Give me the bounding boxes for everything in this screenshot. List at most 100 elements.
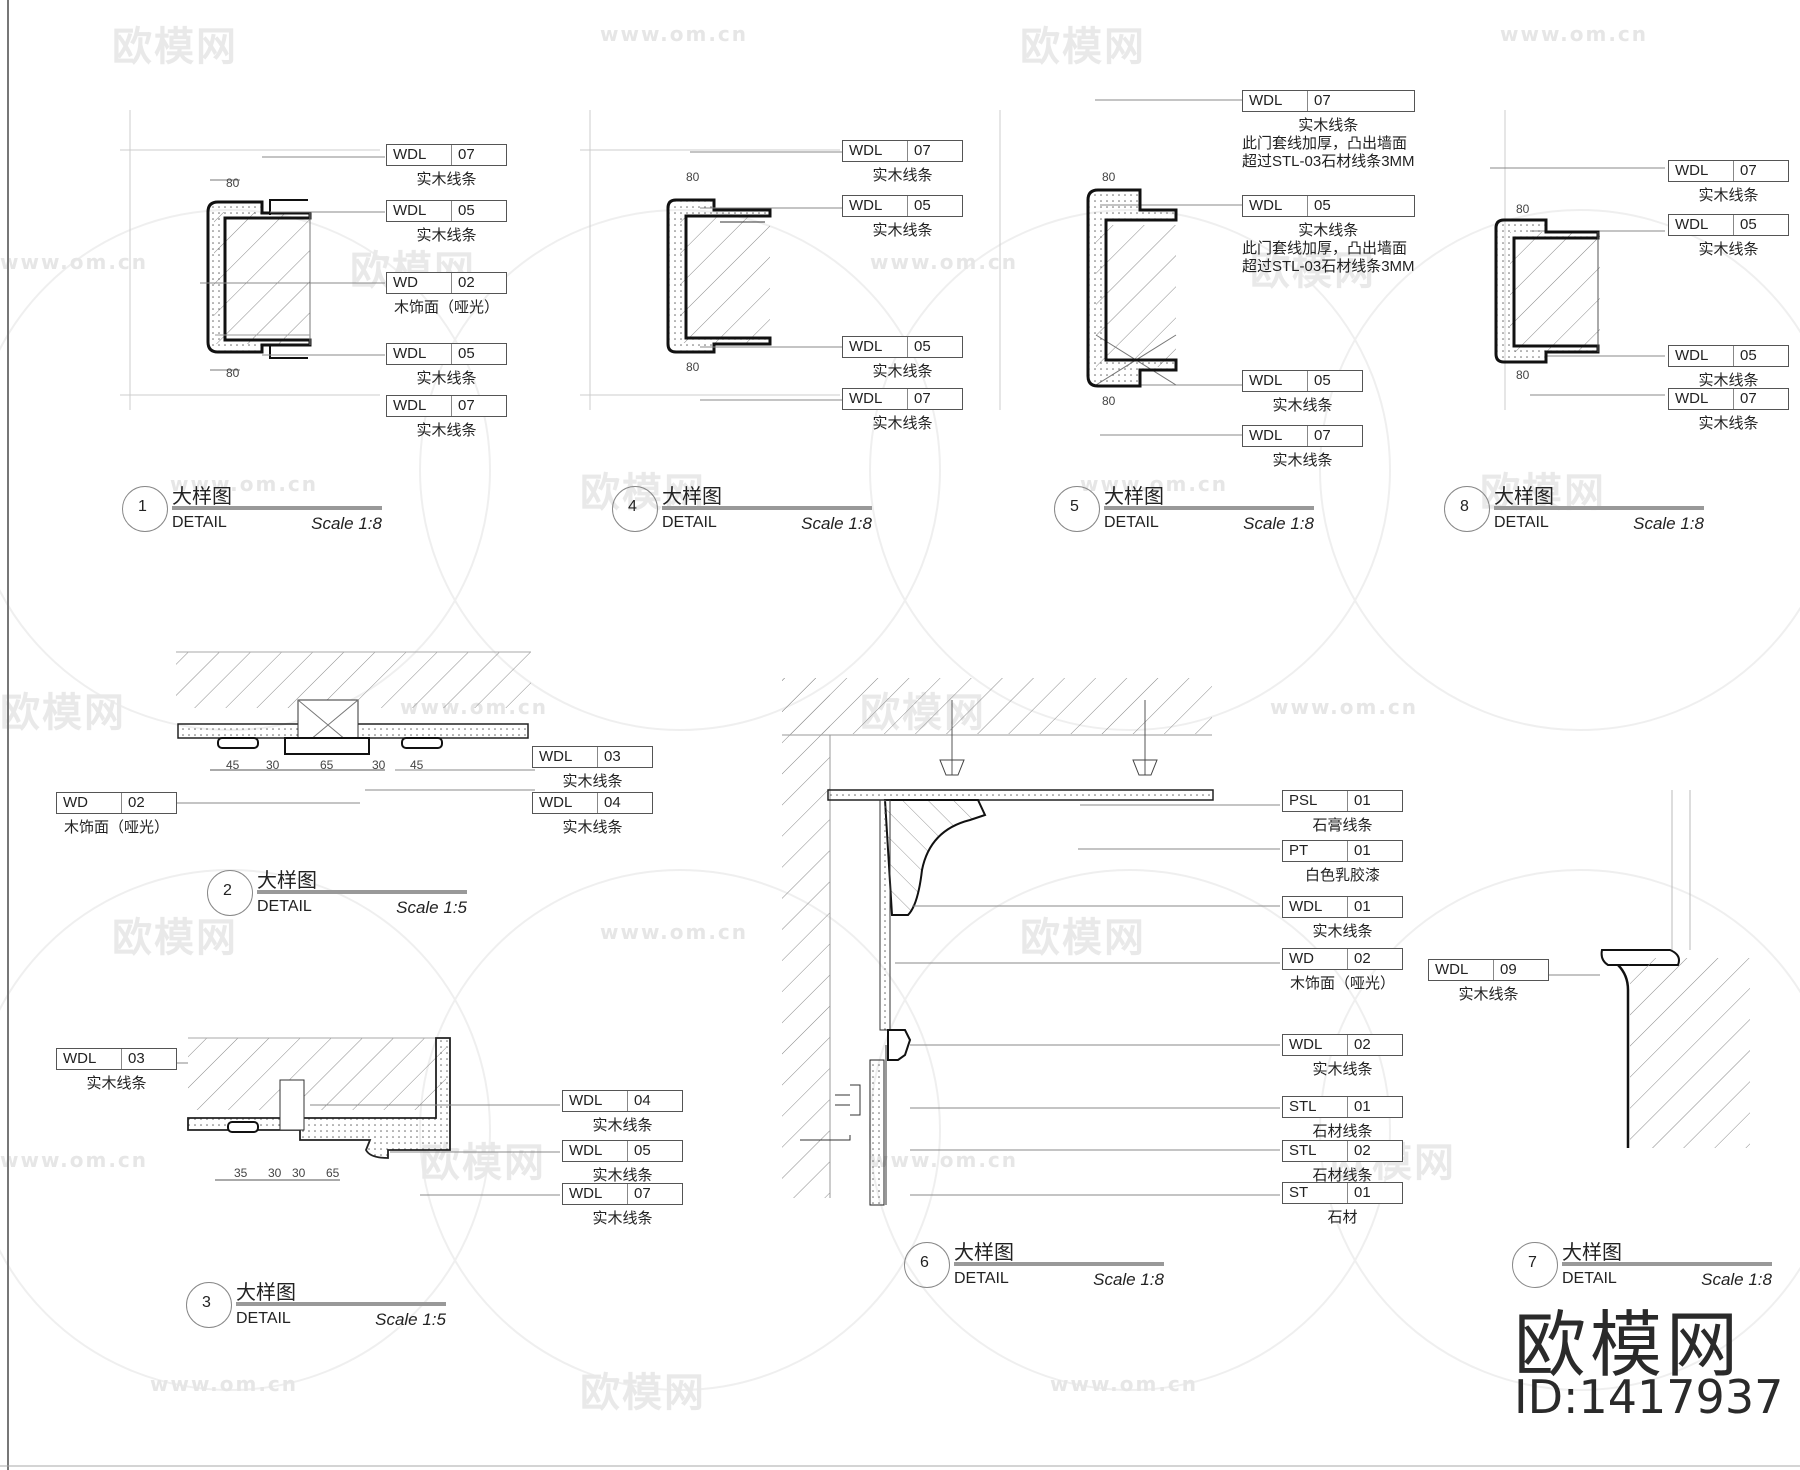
detail-title-en: DETAIL <box>236 1310 291 1327</box>
watermark-url: www.om.cn <box>600 920 749 944</box>
detail-title-cn: 大样图 <box>257 870 317 892</box>
tag-description: 实木线条 <box>416 227 477 244</box>
detail-scale: Scale 1:5 <box>396 898 467 917</box>
detail-title-en: DETAIL <box>1562 1270 1617 1287</box>
detail-4-section <box>580 110 845 410</box>
dimension-label: 80 <box>1516 202 1530 216</box>
tag-description: 实木线条 <box>872 415 933 432</box>
dimension-label: 80 <box>1516 368 1530 382</box>
tag-number: 01 <box>1347 1097 1402 1117</box>
tag-description: 木饰面（哑光） <box>63 819 169 836</box>
tag-description: 实木线条 <box>416 171 477 188</box>
detail-1-section <box>120 110 385 410</box>
dimension-label: 80 <box>1102 394 1116 408</box>
watermark-url: www.om.cn <box>1080 472 1229 496</box>
tag-number: 02 <box>451 273 506 293</box>
tag-note: 此门套线加厚，凸出墙面 <box>1242 135 1408 152</box>
dimension-label: 30 <box>268 1166 282 1180</box>
tag-description: 实木线条 <box>562 819 623 836</box>
tag-description: 实木线条 <box>1272 397 1333 414</box>
detail-number-circle <box>1444 486 1490 532</box>
tag-code: WDL <box>1435 961 1469 978</box>
tag-number: 07 <box>1307 91 1362 111</box>
detail-2-section <box>160 651 535 804</box>
tag-code: PSL <box>1289 792 1318 809</box>
detail-title-en: DETAIL <box>1104 514 1159 531</box>
watermark-url: www.om.cn <box>870 1148 1019 1172</box>
detail-number: 8 <box>1460 498 1469 515</box>
watermark-url: www.om.cn <box>1050 1372 1199 1396</box>
detail-title-en: DETAIL <box>257 898 312 915</box>
tag-number: 05 <box>627 1141 682 1161</box>
tag-code: WDL <box>1249 197 1283 214</box>
detail-6-section <box>782 678 1280 1206</box>
detail-title-en: DETAIL <box>1494 514 1549 531</box>
detail-number: 5 <box>1070 498 1079 515</box>
tag-description: 实木线条 <box>592 1210 653 1227</box>
watermark-logo: 欧模网 <box>1020 915 1146 961</box>
tag-description: 实木线条 <box>86 1075 147 1092</box>
watermark-logo: 欧模网 <box>0 690 126 736</box>
dimension-label: 80 <box>226 366 240 380</box>
tag-description: 实木线条 <box>416 422 477 439</box>
tag-description: 实木线条 <box>1272 452 1333 469</box>
watermark-url: www.om.cn <box>1270 695 1419 719</box>
detail-title: 6 大样图 DETAIL Scale 1:8 <box>904 1240 1164 1296</box>
tag-description: 石膏线条 <box>1312 817 1373 834</box>
detail-title: 3 大样图 DETAIL Scale 1:5 <box>186 1280 446 1336</box>
tag-code: WDL <box>1675 216 1709 233</box>
tag-description: 白色乳胶漆 <box>1304 867 1380 884</box>
tag-number: 03 <box>121 1049 176 1069</box>
tag-number: 01 <box>1347 791 1402 811</box>
tag-note: 此门套线加厚，凸出墙面 <box>1242 240 1408 257</box>
title-underline <box>1494 506 1704 510</box>
detail-title-cn: 大样图 <box>1104 486 1164 508</box>
watermark-logo: 欧模网 <box>112 915 238 961</box>
tag-number: 05 <box>1733 215 1788 235</box>
dimension-label: 80 <box>686 360 700 374</box>
tag-code: WDL <box>1675 162 1709 179</box>
tag-code: WDL <box>1289 898 1323 915</box>
detail-scale: Scale 1:5 <box>375 1310 446 1329</box>
detail-number-circle <box>122 486 168 532</box>
detail-number-circle <box>612 486 658 532</box>
dimension-label: 35 <box>234 1166 248 1180</box>
tag-number: 07 <box>1733 389 1788 409</box>
brand-id-text: ID:1417937 <box>1514 1370 1784 1424</box>
tag-description: 实木线条 <box>872 222 933 239</box>
tag-code: WDL <box>539 748 573 765</box>
watermark-logo: 欧模网 <box>112 24 238 70</box>
detail-title-cn: 大样图 <box>236 1282 296 1304</box>
detail-number: 6 <box>920 1254 929 1271</box>
detail-title-cn: 大样图 <box>1562 1242 1622 1264</box>
detail-title-en: DETAIL <box>954 1270 1009 1287</box>
dimension-label: 65 <box>326 1166 340 1180</box>
tag-description: 木饰面（哑光） <box>1289 975 1395 992</box>
tag-number: 01 <box>1347 841 1402 861</box>
tag-number: 05 <box>1733 346 1788 366</box>
dimension-label: 45 <box>410 758 424 772</box>
tag-code: WDL <box>849 142 883 159</box>
material-tag: PSL 01 石膏线条 <box>1282 790 1403 835</box>
detail-scale: Scale 1:8 <box>1701 1270 1772 1289</box>
tag-description: 实木线条 <box>872 167 933 184</box>
tag-number: 05 <box>907 196 962 216</box>
detail-title: 7 大样图 DETAIL Scale 1:8 <box>1512 1240 1772 1296</box>
watermark-url: www.om.cn <box>600 22 749 46</box>
watermark-url: www.om.cn <box>1500 22 1649 46</box>
